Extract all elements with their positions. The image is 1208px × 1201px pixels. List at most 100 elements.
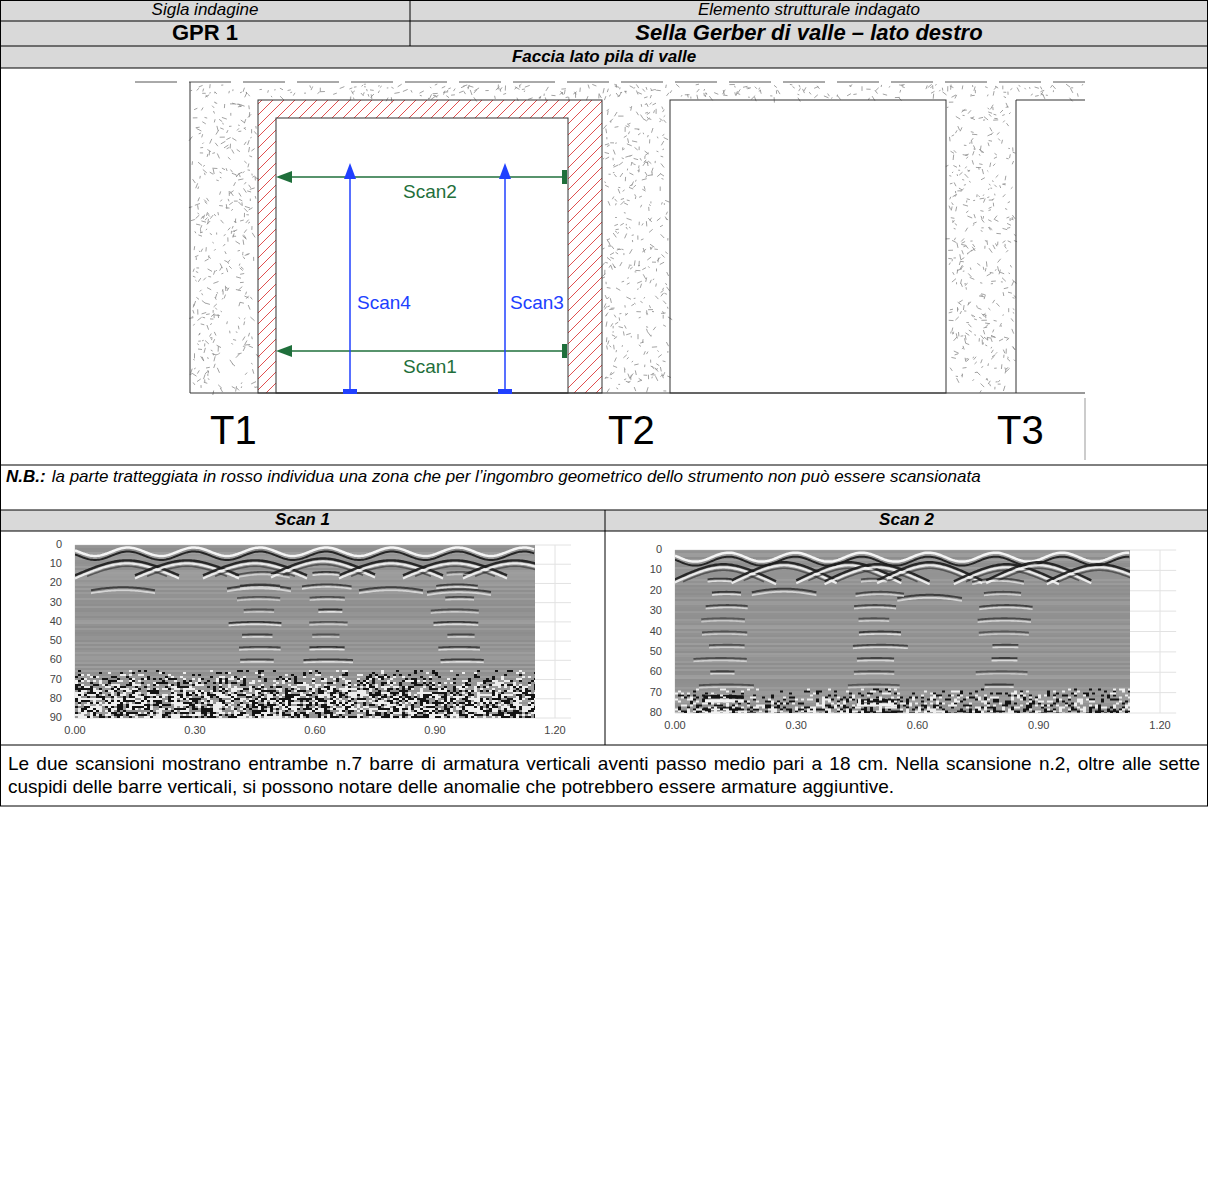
rebar-reflection [992, 660, 1018, 662]
radargram-band [675, 688, 1130, 689]
grid-line [675, 651, 1176, 652]
rebar-reflection [712, 593, 741, 595]
rebar-reflection [309, 624, 347, 626]
radargram-band [75, 651, 535, 652]
radargram-band [675, 644, 1130, 645]
rebar-reflection [854, 673, 894, 675]
radargram-band [75, 689, 535, 690]
rebar-reflection [242, 636, 272, 638]
radargram-band [675, 666, 1130, 667]
scan-label: Scan3 [510, 292, 564, 314]
rebar-reflection [854, 670, 894, 672]
table-rule [0, 745, 1208, 746]
rebar-reflection [706, 608, 748, 609]
hatch-lines [0, 100, 900, 393]
radargram-band [75, 637, 535, 638]
rebar-reflection [438, 646, 480, 648]
axis-tick-label: 70 [14, 673, 62, 686]
radargram-band [75, 617, 535, 618]
radargram-band [75, 653, 535, 654]
rebar-reflection [701, 620, 745, 623]
header-fill [0, 46, 1208, 68]
radargram-band [75, 605, 535, 606]
radargram-band [75, 615, 535, 616]
radargram-band [75, 629, 535, 630]
radargram-band [675, 682, 1130, 683]
radargram-band [675, 590, 1130, 591]
radargram-band [675, 550, 1130, 551]
radargram-band [75, 631, 535, 632]
element-name: Sella Gerber di valle – lato destro [410, 21, 1208, 46]
rebar-reflection [848, 686, 900, 688]
radargram-band [75, 599, 535, 600]
gpr-radargram [671, 550, 1176, 717]
radargram-band [675, 658, 1130, 659]
radargram-band [675, 670, 1130, 671]
header-cell: Sigla indagine [0, 0, 410, 21]
scan-start-tick [498, 389, 512, 394]
table-rule [0, 0, 1, 806]
radargram-band [75, 627, 535, 628]
rebar-reflection [431, 612, 479, 613]
rebar-reflection [240, 658, 274, 660]
radargram-band [75, 667, 535, 668]
arrow-head [344, 163, 356, 179]
radargram-band [675, 608, 1130, 609]
axis-tick-label: 20 [614, 584, 662, 597]
radargram-band [675, 584, 1130, 585]
scan-line [290, 176, 563, 178]
radargram-band [75, 597, 535, 598]
rebar-reflection [431, 609, 479, 610]
table-rule [605, 510, 606, 745]
note-text: la parte tratteggiata in rosso individua… [6, 467, 1202, 487]
rebar-reflection [445, 599, 474, 601]
axis-tick-label: 0.00 [50, 724, 100, 737]
radargram-band [75, 607, 535, 608]
rebar-reflection [302, 584, 352, 586]
radargram-band [75, 585, 535, 586]
rebar-reflection [244, 611, 274, 613]
hatch-frame [258, 100, 602, 393]
radargram-band [675, 656, 1130, 657]
scan-label: Scan4 [357, 292, 411, 314]
rebar-reflection [1059, 570, 1130, 581]
radargram-band [75, 581, 535, 582]
radargram-band [675, 618, 1130, 619]
radargram-band [75, 665, 535, 666]
rebar-reflection [859, 633, 901, 635]
table-rule [0, 68, 1208, 69]
header-cell: Elemento strutturale indagato [410, 0, 1208, 21]
rebar-reflection [447, 574, 473, 576]
slab-top-line [135, 82, 1085, 83]
radargram-band [75, 625, 535, 626]
rebar-reflection [854, 605, 896, 606]
rebar-reflection [859, 617, 890, 619]
rebar-reflection [702, 631, 747, 634]
radargram-band [675, 626, 1130, 627]
rebar-reflection [699, 684, 754, 687]
axis-tick-label: 20 [14, 576, 62, 589]
rebar-reflection [318, 611, 342, 613]
radargram-band [675, 636, 1130, 637]
header-fills [0, 0, 1208, 531]
scan-header: Scan 2 [605, 510, 1208, 531]
rebar-reflection [972, 581, 1024, 584]
axis-tick-label: 0.30 [170, 724, 220, 737]
support-label: T3 [997, 408, 1044, 453]
rebar-reflection [979, 608, 1032, 610]
scan-arrows [276, 163, 567, 394]
scan-header: Scan 1 [0, 510, 605, 531]
axis-tick-label: 80 [614, 706, 662, 719]
rebar-reflection [979, 605, 1032, 607]
table-rule [410, 0, 411, 46]
scan-start-tick [562, 170, 567, 184]
radargram-band [675, 614, 1130, 615]
axis-tick-label: 0.30 [771, 719, 821, 732]
rebar-reflection [861, 580, 887, 582]
radargram-band [675, 602, 1130, 603]
radargram-band [75, 645, 535, 646]
rebar-reflection [309, 646, 344, 648]
rebar-reflection [312, 571, 339, 574]
